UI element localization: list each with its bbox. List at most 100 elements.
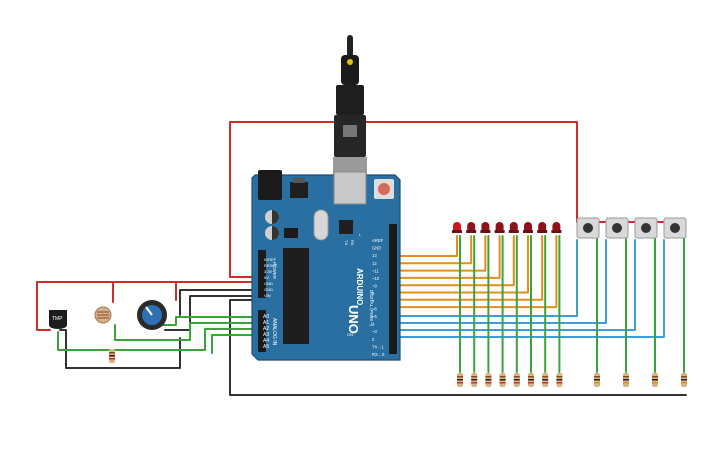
usb-lightning-icon: [347, 59, 353, 65]
atmega-chip: [283, 248, 309, 344]
digital-pin-label: GND: [372, 246, 381, 251]
button-signal-wire: [396, 239, 636, 331]
digital-pin-label: ~6: [372, 306, 377, 311]
led[interactable]: [466, 222, 477, 233]
button-resistor: [623, 373, 629, 387]
digital-pin-label: ~9: [372, 284, 377, 289]
led-signal-wire: [396, 235, 515, 287]
wire-gnd-tmp: [59, 329, 181, 369]
led[interactable]: [452, 222, 462, 233]
push-button[interactable]: [605, 217, 629, 239]
digital-pin-label: AREF: [372, 238, 384, 243]
led-signal-wire: [396, 235, 458, 257]
power-header: [258, 250, 266, 298]
led-resistor: [471, 373, 478, 387]
analog-pin-label: A4: [263, 338, 269, 344]
digital-pin-label: ~3: [372, 329, 377, 334]
digital-pin-label: RX←0: [372, 352, 385, 357]
led-resistor: [499, 373, 506, 387]
power-header-label: POWER: [272, 262, 277, 280]
led[interactable]: [508, 222, 519, 233]
led[interactable]: [480, 222, 491, 233]
wire-5v-buttons: [229, 121, 578, 278]
photoresistor[interactable]: [94, 306, 112, 324]
led-resistor: [542, 373, 549, 387]
led[interactable]: [494, 222, 505, 233]
wire-gnd-pot: [179, 289, 259, 316]
usb-socket: [333, 171, 367, 205]
digital-pin-label: ~10: [372, 276, 380, 281]
power-jack: [258, 170, 282, 200]
led[interactable]: [551, 222, 562, 233]
model-label: UNO: [346, 305, 361, 334]
digital-header-label: DIGITAL (PWM ~): [369, 290, 374, 327]
led-resistor: [528, 373, 534, 387]
analog-pin-label: A2: [263, 326, 269, 332]
digital-header: [389, 224, 397, 354]
power-pin-label: VIN: [264, 293, 271, 298]
digital-pin-labels: AREF GND 13 12 ~11 ~10 ~9 8 7 ~6 ~5 4 ~3 2TX→1RX←0: [372, 238, 385, 357]
arduino-uno-board[interactable]: ARDUINO UNO POWER ANALOG IN DIGITAL (PWM…: [251, 170, 401, 361]
analog-header: [258, 310, 266, 352]
digital-pin-label: 13: [372, 253, 377, 258]
digital-pin-label: 8: [372, 291, 375, 296]
button-signal-wire: [396, 239, 607, 324]
digital-pin-label: ~5: [372, 314, 377, 319]
led-signal-wires: [396, 235, 558, 309]
push-button[interactable]: [576, 217, 600, 239]
wire-a1: [114, 322, 259, 341]
analog-pin-label: A3: [263, 332, 269, 338]
wire-a3: [211, 334, 259, 354]
digital-pin-label: 4: [372, 322, 375, 327]
power-pin-label: IOREF: [264, 257, 277, 262]
tmp-label: TMP: [52, 316, 63, 322]
digital-pin-label: ~11: [372, 268, 379, 273]
led-signal-wire: [396, 235, 501, 279]
on-label: ON: [347, 332, 353, 337]
button-resistor: [652, 373, 658, 387]
power-pin-label: 5V: [264, 275, 269, 280]
led-resistor-wires: [459, 235, 561, 373]
led-signal-wire: [396, 235, 487, 272]
push-button[interactable]: [634, 217, 658, 239]
button-resistor: [594, 373, 600, 387]
digital-pin-label: 12: [372, 261, 377, 266]
wire-gnd-bottom: [229, 299, 687, 396]
led-signal-wire: [396, 235, 558, 309]
digital-pin-label: 7: [372, 299, 375, 304]
analog-pin-label: A0: [263, 314, 269, 320]
led-resistor: [485, 373, 492, 387]
led[interactable]: [523, 222, 533, 233]
button-resistor-wires: [596, 237, 685, 373]
button-resistor: [681, 373, 687, 387]
power-pin-label: 3.3V: [264, 269, 273, 274]
led-signal-wire: [396, 235, 529, 294]
wire-5v-ldr: [112, 281, 177, 303]
wires: [36, 121, 687, 396]
led-resistor: [513, 373, 520, 387]
digital-pin-label: TX→1: [372, 344, 385, 349]
resistor-row: [457, 373, 687, 387]
tx-label: TX: [344, 240, 349, 245]
led-signal-wire: [396, 235, 544, 301]
analog-pin-label: A5: [263, 344, 269, 350]
power-pin-label: GND: [264, 281, 273, 286]
potentiometer[interactable]: [137, 300, 167, 330]
usb-cable: [333, 35, 367, 182]
led[interactable]: [537, 222, 548, 233]
wire-gnd-sensors: [164, 295, 259, 331]
power-pin-label: RESET: [264, 263, 278, 268]
wire-a0: [162, 316, 259, 326]
digital-pin-label: 2: [372, 337, 375, 342]
button-signal-wire: [396, 239, 578, 317]
led-row: [452, 222, 562, 233]
button-row: [576, 217, 687, 239]
temperature-sensor[interactable]: TMP: [49, 310, 67, 329]
led-signal-wire: [396, 235, 473, 265]
voltage-regulator: [290, 182, 308, 198]
led-resistor: [457, 373, 463, 387]
push-button[interactable]: [663, 217, 687, 239]
